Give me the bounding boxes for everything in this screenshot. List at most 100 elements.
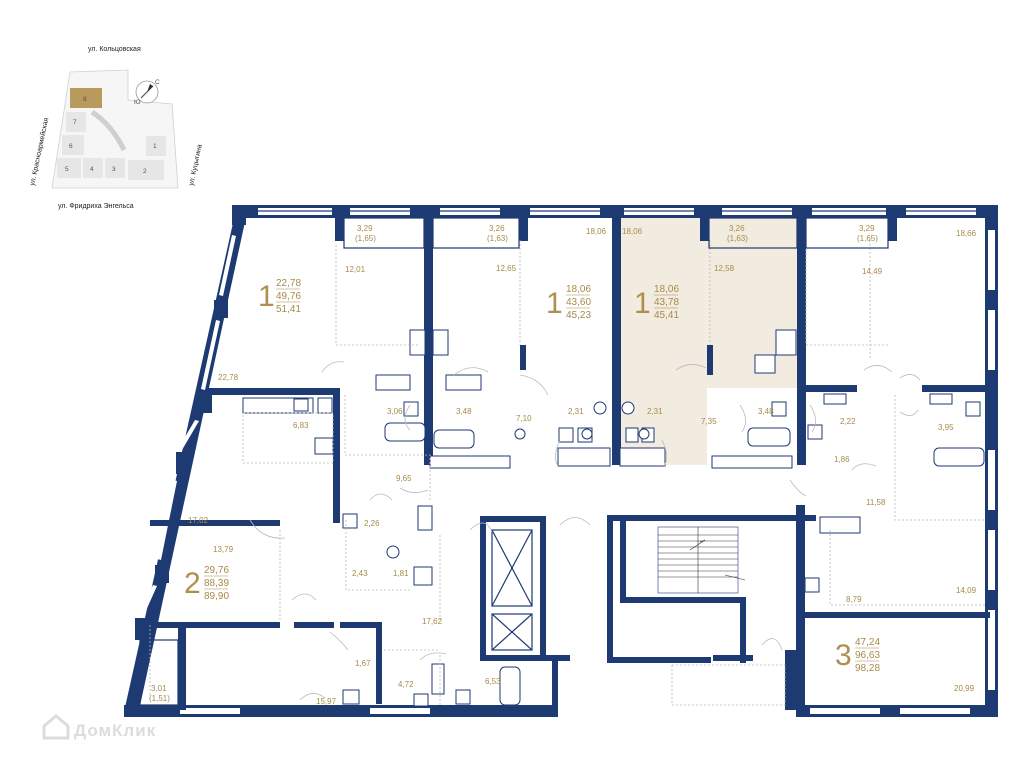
section-label: 6 [69, 143, 73, 150]
apartment-card[interactable]: 2 29,76 88,39 89,90 [184, 565, 229, 602]
balcony-reduced-area: (1,63) [727, 234, 748, 243]
room-area: 1,86 [834, 455, 850, 464]
room-area: 13,79 [213, 545, 234, 554]
room-area: 2,22 [840, 417, 856, 426]
room-area: 14,09 [956, 586, 977, 595]
floor-plan-body: 1 22,78 49,76 51,41 1 18,06 43,60 45,23 … [124, 205, 998, 717]
balcony-reduced-area: (1,63) [487, 234, 508, 243]
section-label: 7 [73, 119, 77, 126]
section-label: 4 [90, 166, 94, 173]
room-area: 2,43 [352, 569, 368, 578]
elevator-2 [491, 613, 533, 651]
room-area-labels: 12,01 22,78 12,65 18,06 18,06 12,58 14,4… [188, 227, 977, 706]
apartment-total-with-balcony: 51,41 [276, 304, 301, 315]
street-left-label: ул. Красноармейская [28, 117, 50, 187]
staircase [657, 526, 746, 594]
compass-icon: С Ю [134, 79, 160, 106]
street-top-label: ул. Кольцовская [88, 46, 141, 53]
apartment-living-area: 47,24 [855, 637, 880, 648]
section-5[interactable] [57, 158, 81, 178]
compass-south: Ю [134, 99, 141, 106]
apartment-rooms: 2 [184, 567, 201, 600]
compass-north: С [155, 79, 160, 86]
room-area: 18,06 [622, 227, 643, 236]
room-area: 3,48 [758, 407, 774, 416]
site-plan: ул. Кольцовская ул. Красноармейская ул. … [28, 46, 204, 210]
balcony-label: 3,26 (1,63) [727, 224, 748, 243]
room-area: 2,26 [364, 519, 380, 528]
section-label: 5 [65, 166, 69, 173]
room-area: 20,99 [954, 684, 975, 693]
apartment-total-area: 49,76 [276, 291, 301, 302]
room-area: 12,58 [714, 264, 735, 273]
balcony-area: 3,26 [489, 224, 505, 233]
sanitary-fixtures [342, 374, 981, 707]
balcony-area: 3,29 [859, 224, 875, 233]
balcony-label: 3,29 (1,65) [857, 224, 878, 243]
section-8-label: 8 [83, 96, 87, 103]
watermark: ДомКлик [42, 714, 156, 740]
apartment-card[interactable]: 1 22,78 49,76 51,41 [258, 278, 301, 315]
section-label: 1 [153, 143, 157, 150]
section-6[interactable] [62, 135, 84, 155]
room-area: 22,78 [218, 373, 239, 382]
room-area: 1,67 [355, 659, 371, 668]
apartment-total-with-balcony: 98,28 [855, 663, 880, 674]
room-area: 6,83 [293, 421, 309, 430]
room-area: 12,01 [345, 265, 366, 274]
room-area: 2,31 [568, 407, 584, 416]
room-area: 12,65 [496, 264, 517, 273]
section-3[interactable] [105, 158, 125, 178]
bathtub [384, 422, 985, 706]
room-area: 18,06 [586, 227, 607, 236]
apartment-total-area: 88,39 [204, 578, 229, 589]
room-area: 18,66 [956, 229, 977, 238]
room-area: 4,72 [398, 680, 414, 689]
room-area: 14,49 [862, 267, 883, 276]
apartment-total-area: 96,63 [855, 650, 880, 661]
room-area: 11,58 [866, 498, 886, 507]
room-area: 9,65 [396, 474, 412, 483]
apartment-total-area: 43,78 [654, 297, 679, 308]
apartment-living-area: 18,06 [654, 284, 679, 295]
room-area: 17,62 [422, 617, 443, 626]
apartment-rooms: 1 [546, 287, 563, 320]
selected-apartment-fill[interactable] [617, 217, 800, 465]
apartment-card[interactable]: 3 47,24 96,63 98,28 [835, 637, 880, 674]
apartment-living-area: 29,76 [204, 565, 229, 576]
kitchen-unit [242, 329, 861, 593]
apartment-total-with-balcony: 89,90 [204, 591, 229, 602]
room-area: 3,06 [387, 407, 403, 416]
room-area: 7,10 [516, 414, 532, 423]
apartment-total-area: 43,60 [566, 297, 591, 308]
room-area: 17,02 [188, 516, 209, 525]
room-area: 6,53 [485, 677, 501, 686]
section-4[interactable] [83, 158, 103, 178]
balcony-area: 3,29 [357, 224, 373, 233]
room-area: 8,79 [846, 595, 862, 604]
section-8-highlight[interactable] [70, 88, 102, 108]
section-7[interactable] [66, 112, 86, 132]
balcony-reduced-area: (1,65) [355, 234, 376, 243]
room-area: 3,48 [456, 407, 472, 416]
balcony-area: 3,26 [729, 224, 745, 233]
apartment-card[interactable]: 1 18,06 43,60 45,23 [546, 284, 591, 321]
street-bottom-label: ул. Фридриха Энгельса [58, 203, 134, 210]
watermark-text: ДомКлик [74, 721, 156, 740]
room-area: 7,35 [701, 417, 717, 426]
room-area: 3,95 [938, 423, 954, 432]
section-label: 3 [112, 166, 116, 173]
section-label: 2 [143, 168, 147, 175]
room-area: 2,31 [647, 407, 663, 416]
balcony-label: 3,01 (1,51) [149, 684, 170, 703]
apartment-total-with-balcony: 45,41 [654, 310, 679, 321]
apartment-card-selected[interactable]: 1 18,06 43,78 45,41 [634, 284, 679, 321]
balcony-reduced-area: (1,65) [857, 234, 878, 243]
street-right-label: ул. Куцыгина [188, 144, 204, 187]
section-1[interactable] [146, 136, 166, 156]
balcony-area: 3,01 [151, 684, 167, 693]
balcony-reduced-area: (1,51) [149, 694, 170, 703]
elevator-1 [491, 529, 533, 607]
section-2[interactable] [128, 160, 164, 180]
